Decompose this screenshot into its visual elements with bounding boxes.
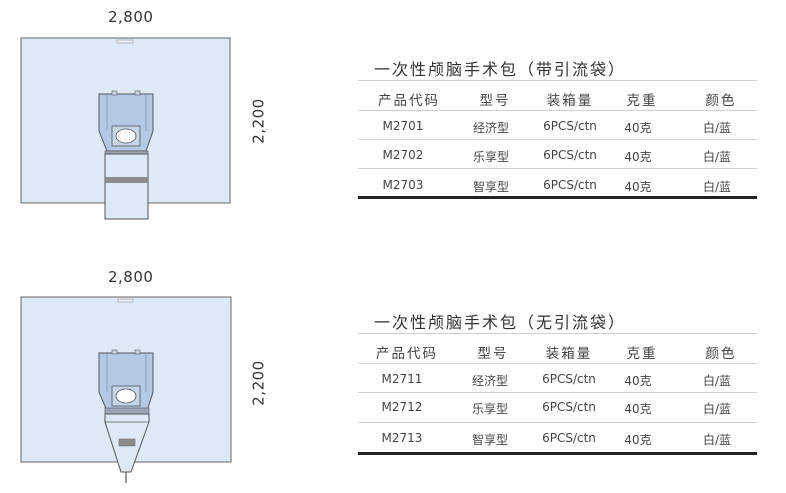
table-bottom-rule <box>358 452 757 455</box>
surgical-drape-diagram-with-bag <box>20 37 231 220</box>
cell-color: 白/蓝 <box>702 433 732 447</box>
row-divider <box>358 139 757 140</box>
width-dimension-label: 2,800 <box>108 8 154 26</box>
header-product-code: 产品代码 <box>376 346 438 362</box>
cell-code: M2701 <box>382 119 424 133</box>
cell-code: M2713 <box>381 431 423 445</box>
cell-color: 白/蓝 <box>702 150 732 164</box>
table-header-rule <box>358 110 757 111</box>
cell-qty: 6PCS/ctn <box>543 148 597 162</box>
product-spec-table: 产品代码 型号 装箱量 克重 颜色 M2711 经济型 6PCS/ctn 40克… <box>358 333 757 457</box>
cell-weight: 40克 <box>624 374 652 388</box>
surgical-drape-diagram-without-bag <box>20 296 232 483</box>
row-divider <box>358 422 757 423</box>
cell-model: 乐享型 <box>472 150 510 164</box>
width-dimension-label: 2,800 <box>108 268 154 286</box>
section-title: 一次性颅脑手术包（带引流袋） <box>374 60 627 79</box>
section-title: 一次性颅脑手术包（无引流袋） <box>374 313 627 332</box>
header-model: 型号 <box>479 93 511 109</box>
cell-weight: 40克 <box>624 180 652 194</box>
cell-qty: 6PCS/ctn <box>543 178 597 192</box>
cell-color: 白/蓝 <box>702 180 732 194</box>
cell-qty: 6PCS/ctn <box>543 119 597 133</box>
header-carton-qty: 装箱量 <box>546 93 594 109</box>
cell-code: M2703 <box>382 178 424 192</box>
table-top-rule <box>358 80 757 81</box>
table-header-rule <box>358 363 757 364</box>
header-carton-qty: 装箱量 <box>545 346 593 362</box>
cell-color: 白/蓝 <box>702 402 732 416</box>
header-weight: 克重 <box>626 93 658 109</box>
header-model: 型号 <box>477 346 509 362</box>
header-color: 颜色 <box>705 346 737 362</box>
cell-weight: 40克 <box>624 433 652 447</box>
cell-weight: 40克 <box>624 150 652 164</box>
header-color: 颜色 <box>705 93 737 109</box>
cell-qty: 6PCS/ctn <box>542 400 596 414</box>
cell-code: M2711 <box>381 372 423 386</box>
table-top-rule <box>358 333 757 334</box>
row-divider <box>358 168 757 169</box>
cell-code: M2702 <box>382 148 424 162</box>
table-bottom-rule <box>358 196 757 199</box>
cell-qty: 6PCS/ctn <box>542 431 596 445</box>
cell-model: 乐享型 <box>471 402 509 416</box>
cell-code: M2712 <box>381 400 423 414</box>
header-weight: 克重 <box>626 346 658 362</box>
cell-weight: 40克 <box>624 402 652 416</box>
cell-model: 智享型 <box>472 180 510 194</box>
row-divider <box>358 392 757 393</box>
cell-color: 白/蓝 <box>702 121 732 135</box>
cell-model: 经济型 <box>471 374 509 388</box>
cell-model: 经济型 <box>472 121 510 135</box>
cell-weight: 40克 <box>624 121 652 135</box>
product-spec-table: 产品代码 型号 装箱量 克重 颜色 M2701 经济型 6PCS/ctn 40克… <box>358 80 757 200</box>
cell-qty: 6PCS/ctn <box>542 372 596 386</box>
header-product-code: 产品代码 <box>378 93 440 109</box>
cell-model: 智享型 <box>471 433 509 447</box>
cell-color: 白/蓝 <box>702 374 732 388</box>
